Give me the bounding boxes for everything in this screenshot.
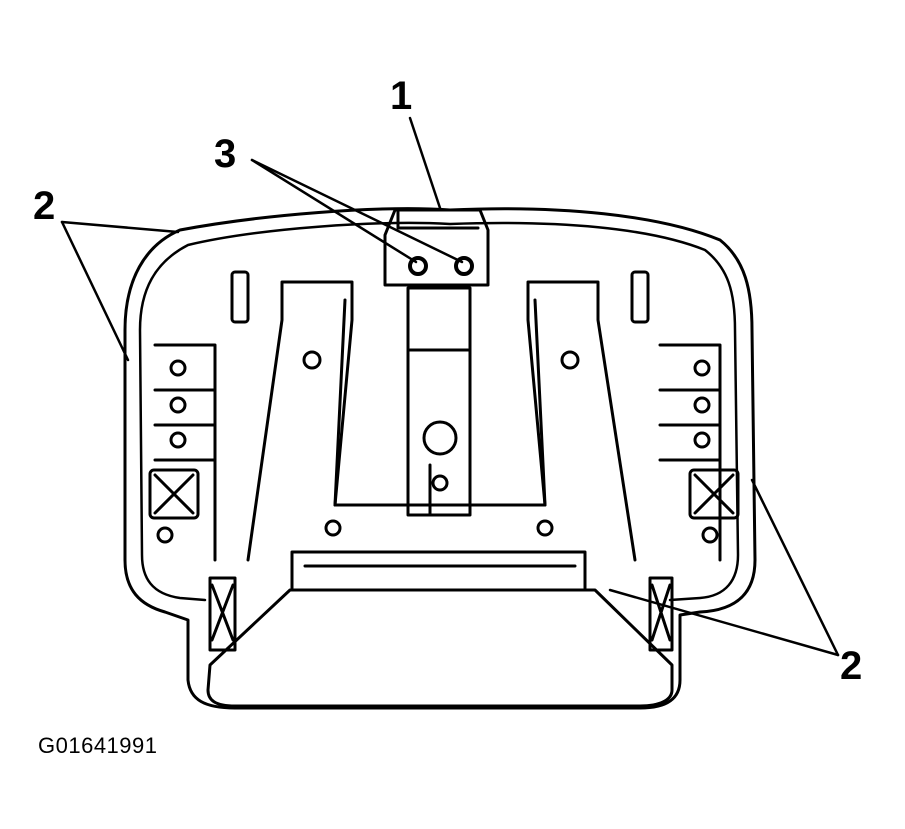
base-hole-right	[536, 519, 554, 537]
leader-1	[408, 116, 442, 210]
rail-hole-left	[302, 350, 322, 370]
right-rail	[526, 280, 637, 562]
latch-bolt-left	[408, 256, 428, 276]
callout-1: 1	[390, 74, 413, 118]
latch-bolt-right	[454, 256, 474, 276]
front-bolster	[206, 588, 674, 708]
leader-2-right-b	[608, 588, 840, 657]
right-post	[630, 270, 650, 324]
cushion-inner-frame	[138, 221, 740, 602]
leader-lines	[60, 116, 840, 657]
base-hole-left	[324, 519, 342, 537]
callout-3: 3	[214, 132, 237, 176]
callout-2-left: 2	[33, 184, 56, 228]
rail-hole-right	[560, 350, 580, 370]
figure-id: G01641991	[38, 733, 158, 758]
center-cross-member	[333, 298, 547, 507]
left-side-panel	[148, 343, 217, 562]
leader-2-right-a	[750, 478, 840, 657]
leader-2-left-b	[60, 220, 130, 362]
right-lower-bracket	[648, 576, 674, 652]
left-lower-bracket	[208, 576, 237, 652]
center-large-hole	[422, 420, 458, 456]
callout-2-right: 2	[840, 644, 863, 688]
left-post	[230, 270, 250, 324]
top-latch-housing	[383, 208, 490, 287]
leader-3b	[250, 158, 464, 264]
leader-3a	[250, 158, 418, 264]
leader-2-left-a	[60, 220, 180, 234]
front-handle	[290, 550, 587, 590]
center-bracket	[406, 286, 472, 517]
right-side-panel	[658, 343, 740, 562]
center-small-hole	[431, 474, 449, 492]
left-rail	[246, 280, 354, 562]
